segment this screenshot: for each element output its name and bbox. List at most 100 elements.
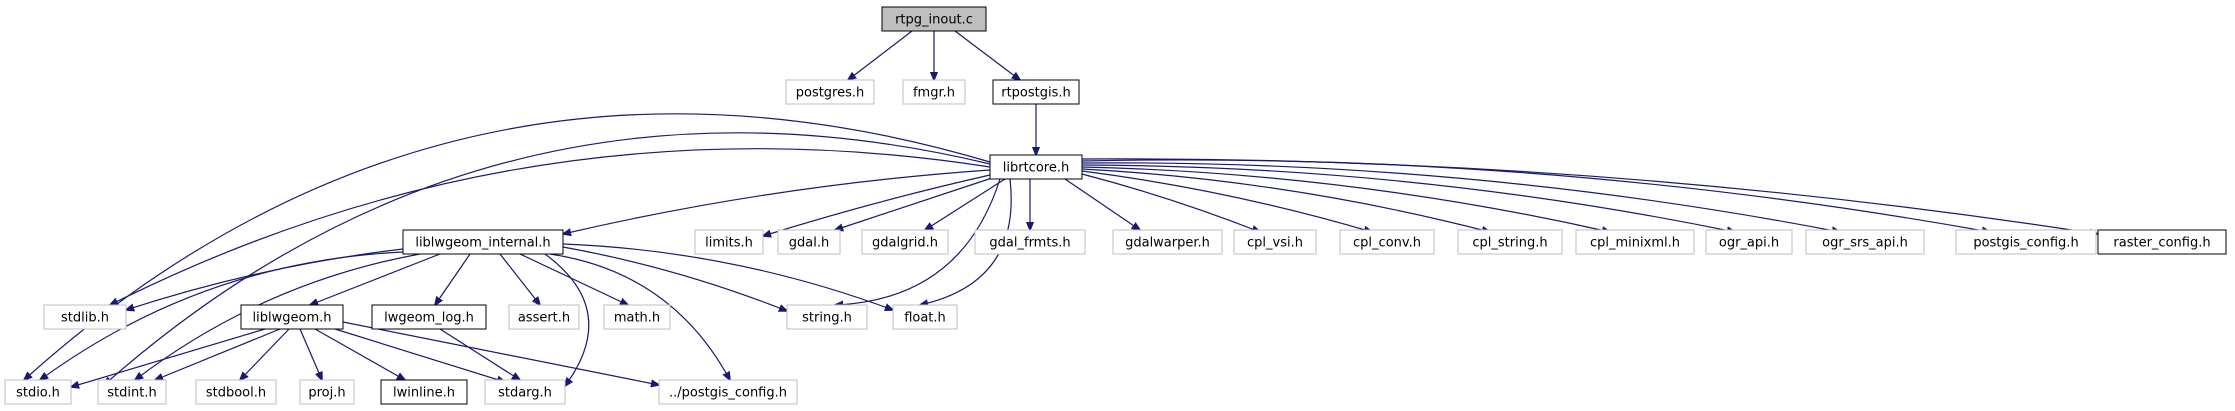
- node-float: float.h: [892, 304, 958, 330]
- node-box: [4, 379, 72, 405]
- node-box: [402, 229, 564, 255]
- edge-librtcore-to-liblwgeom_internal: [563, 169, 991, 234]
- node-rtpg-inout[interactable]: rtpg_inout.c: [881, 6, 987, 32]
- node-box: [1457, 229, 1563, 255]
- node-label: stdio.h: [16, 386, 60, 401]
- node-box: [786, 304, 868, 330]
- node-string: string.h: [786, 304, 868, 330]
- node-label: postgres.h: [796, 86, 865, 101]
- node-box: [861, 229, 949, 255]
- node-cpl-string: cpl_string.h: [1457, 229, 1563, 255]
- node-box: [777, 229, 841, 255]
- node-box: [1339, 229, 1435, 255]
- node-box: [603, 304, 671, 330]
- node-label: lwinline.h: [393, 386, 455, 401]
- node-box: [785, 79, 875, 105]
- node-librtcore[interactable]: librtcore.h: [989, 154, 1083, 180]
- node-stdint: stdint.h: [97, 379, 167, 405]
- node-box: [1955, 229, 2097, 255]
- node-box: [97, 379, 167, 405]
- edge-liblwgeom_internal-to-stdio: [40, 251, 404, 380]
- edge-liblwgeom_internal-to-math: [519, 253, 628, 305]
- node-label: raster_config.h: [2113, 236, 2210, 251]
- edge-librtcore-to-float: [920, 178, 1012, 305]
- edge-liblwgeom_internal-to-stdint: [135, 253, 421, 380]
- node-box: [902, 79, 966, 105]
- node-label: stdint.h: [107, 386, 156, 401]
- node-rtpostgis[interactable]: rtpostgis.h: [992, 79, 1080, 105]
- node-lwgeom-log[interactable]: lwgeom_log.h: [371, 304, 487, 330]
- node-box: [892, 304, 958, 330]
- node-stdbool: stdbool.h: [195, 379, 277, 405]
- node-label: stdbool.h: [206, 386, 266, 401]
- node-label: cpl_vsi.h: [1247, 236, 1303, 251]
- node-raster-config[interactable]: raster_config.h: [2097, 229, 2227, 255]
- node-label: float.h: [904, 311, 946, 326]
- node-label: gdalwarper.h: [1125, 236, 1210, 251]
- node-label: rtpostgis.h: [1001, 86, 1071, 101]
- node-box: [1805, 229, 1925, 255]
- node-label: stdlib.h: [61, 311, 109, 326]
- node-liblwgeom[interactable]: liblwgeom.h: [240, 304, 344, 330]
- edge-liblwgeom-to-lwinline: [314, 328, 405, 380]
- node-label: stdarg.h: [498, 386, 552, 401]
- node-box: [380, 379, 468, 405]
- edge-liblwgeom-to-stdbool: [240, 328, 290, 380]
- node-postgis-config: postgis_config.h: [1955, 229, 2097, 255]
- node-box: [974, 229, 1086, 255]
- node-box: [1233, 229, 1317, 255]
- node-box: [694, 229, 764, 255]
- node-label: cpl_string.h: [1472, 236, 1547, 251]
- node-box: [1112, 229, 1223, 255]
- edge-librtcore-to-gdal: [835, 177, 993, 230]
- node-gdalwarper: gdalwarper.h: [1112, 229, 1223, 255]
- edge-librtcore-to-gdalgrid: [925, 178, 1006, 230]
- edge-liblwgeom-to-dotdot_postgis_config: [342, 321, 659, 385]
- node-postgres: postgres.h: [785, 79, 875, 105]
- node-box: [484, 379, 566, 405]
- node-box: [881, 6, 987, 32]
- node-stdarg: stdarg.h: [484, 379, 566, 405]
- edge-librtcore-to-ogr_api: [1081, 164, 1735, 232]
- node-liblwgeom-internal[interactable]: liblwgeom_internal.h: [402, 229, 564, 255]
- edge-librtcore-to-cpl_vsi: [1081, 173, 1260, 232]
- node-dotdot-postgis-config: ../postgis_config.h: [658, 379, 798, 405]
- node-label: string.h: [802, 311, 852, 326]
- node-label: proj.h: [308, 386, 345, 401]
- node-label: librtcore.h: [1003, 161, 1069, 176]
- node-label: ../postgis_config.h: [669, 386, 787, 401]
- node-label: assert.h: [518, 311, 570, 326]
- node-box: [240, 304, 344, 330]
- edge-librtcore-to-stdlib: [110, 148, 991, 305]
- node-label: cpl_conv.h: [1353, 236, 1421, 251]
- node-lwinline[interactable]: lwinline.h: [380, 379, 468, 405]
- node-label: liblwgeom.h: [253, 311, 332, 326]
- node-label: ogr_srs_api.h: [1822, 236, 1908, 251]
- node-label: math.h: [614, 311, 660, 326]
- edge-liblwgeom_internal-to-lwgeom_log: [435, 253, 471, 305]
- node-cpl-vsi: cpl_vsi.h: [1233, 229, 1317, 255]
- edge-librtcore-to-stdint: [104, 132, 991, 385]
- node-box: [658, 379, 798, 405]
- edge-librtcore-to-cpl_conv: [1081, 170, 1372, 232]
- node-box: [43, 304, 127, 330]
- node-box: [2097, 229, 2227, 255]
- node-label: gdal.h: [789, 236, 829, 251]
- node-fmgr: fmgr.h: [902, 79, 966, 105]
- node-box: [195, 379, 277, 405]
- edge-lwgeom_log-to-stdarg: [439, 328, 520, 380]
- node-label: liblwgeom_internal.h: [415, 236, 550, 251]
- node-label: limits.h: [705, 236, 753, 251]
- edges-layer: [24, 30, 2098, 387]
- edge-librtcore-to-cpl_minixml: [1081, 166, 1610, 232]
- edge-librtcore-to-cpl_string: [1081, 168, 1490, 232]
- node-label: postgis_config.h: [1973, 236, 2078, 251]
- node-box: [299, 379, 355, 405]
- edge-librtcore-to-gdalwarper: [1064, 178, 1140, 230]
- node-label: ogr_api.h: [1719, 236, 1779, 251]
- edge-librtcore-to-string: [835, 178, 1001, 305]
- edge-librtcore-to-raster_config: [1081, 158, 2098, 234]
- node-label: lwgeom_log.h: [384, 311, 474, 326]
- node-box: [992, 79, 1080, 105]
